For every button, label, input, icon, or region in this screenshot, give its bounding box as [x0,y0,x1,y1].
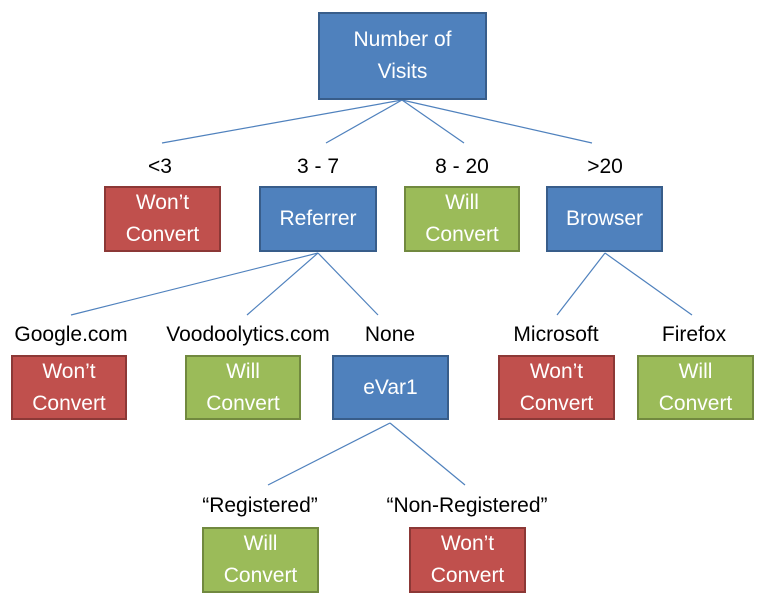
edge-line-nonregistered [389,422,466,486]
edge-line-lt3 [161,99,403,144]
edge-label-gt20: >20 [587,155,623,178]
edge-label-lt3: <3 [148,155,172,178]
node-nonregistered-wont-convert: Won’t Convert [409,527,526,593]
node-referrer: Referrer [259,186,377,252]
edge-line-8-20 [401,99,465,144]
node-evar1: eVar1 [332,355,449,420]
edge-line-3-7 [325,99,403,144]
edge-line-microsoft [556,252,606,316]
node-8-20-will-convert: Will Convert [404,186,520,252]
edge-label-nonregistered: “Non-Registered” [386,494,548,517]
edge-label-3-7: 3 - 7 [296,155,340,178]
edge-label-firefox: Firefox [661,323,727,346]
node-voodoolytics-will-convert: Will Convert [185,355,301,420]
node-lt3-wont-convert: Won’t Convert [104,186,221,252]
edge-line-none [317,252,379,316]
edge-label-none: None [364,323,416,346]
edge-label-google: Google.com [14,323,128,346]
node-number-of-visits: Number of Visits [318,12,487,100]
node-microsoft-wont-convert: Won’t Convert [498,355,615,420]
node-browser: Browser [546,186,663,252]
edge-label-8-20: 8 - 20 [435,155,489,178]
node-google-wont-convert: Won’t Convert [11,355,127,420]
edge-line-voodoo [246,252,319,316]
edge-line-gt20 [401,99,593,144]
node-firefox-will-convert: Will Convert [637,355,754,420]
edge-label-registered: “Registered” [202,494,318,517]
node-registered-will-convert: Will Convert [202,527,319,593]
edge-label-voodoolytics: Voodoolytics.com [166,323,330,346]
edge-line-firefox [604,252,693,316]
edge-line-google [70,252,319,316]
edge-line-registered [267,422,391,486]
edge-label-microsoft: Microsoft [513,323,599,346]
